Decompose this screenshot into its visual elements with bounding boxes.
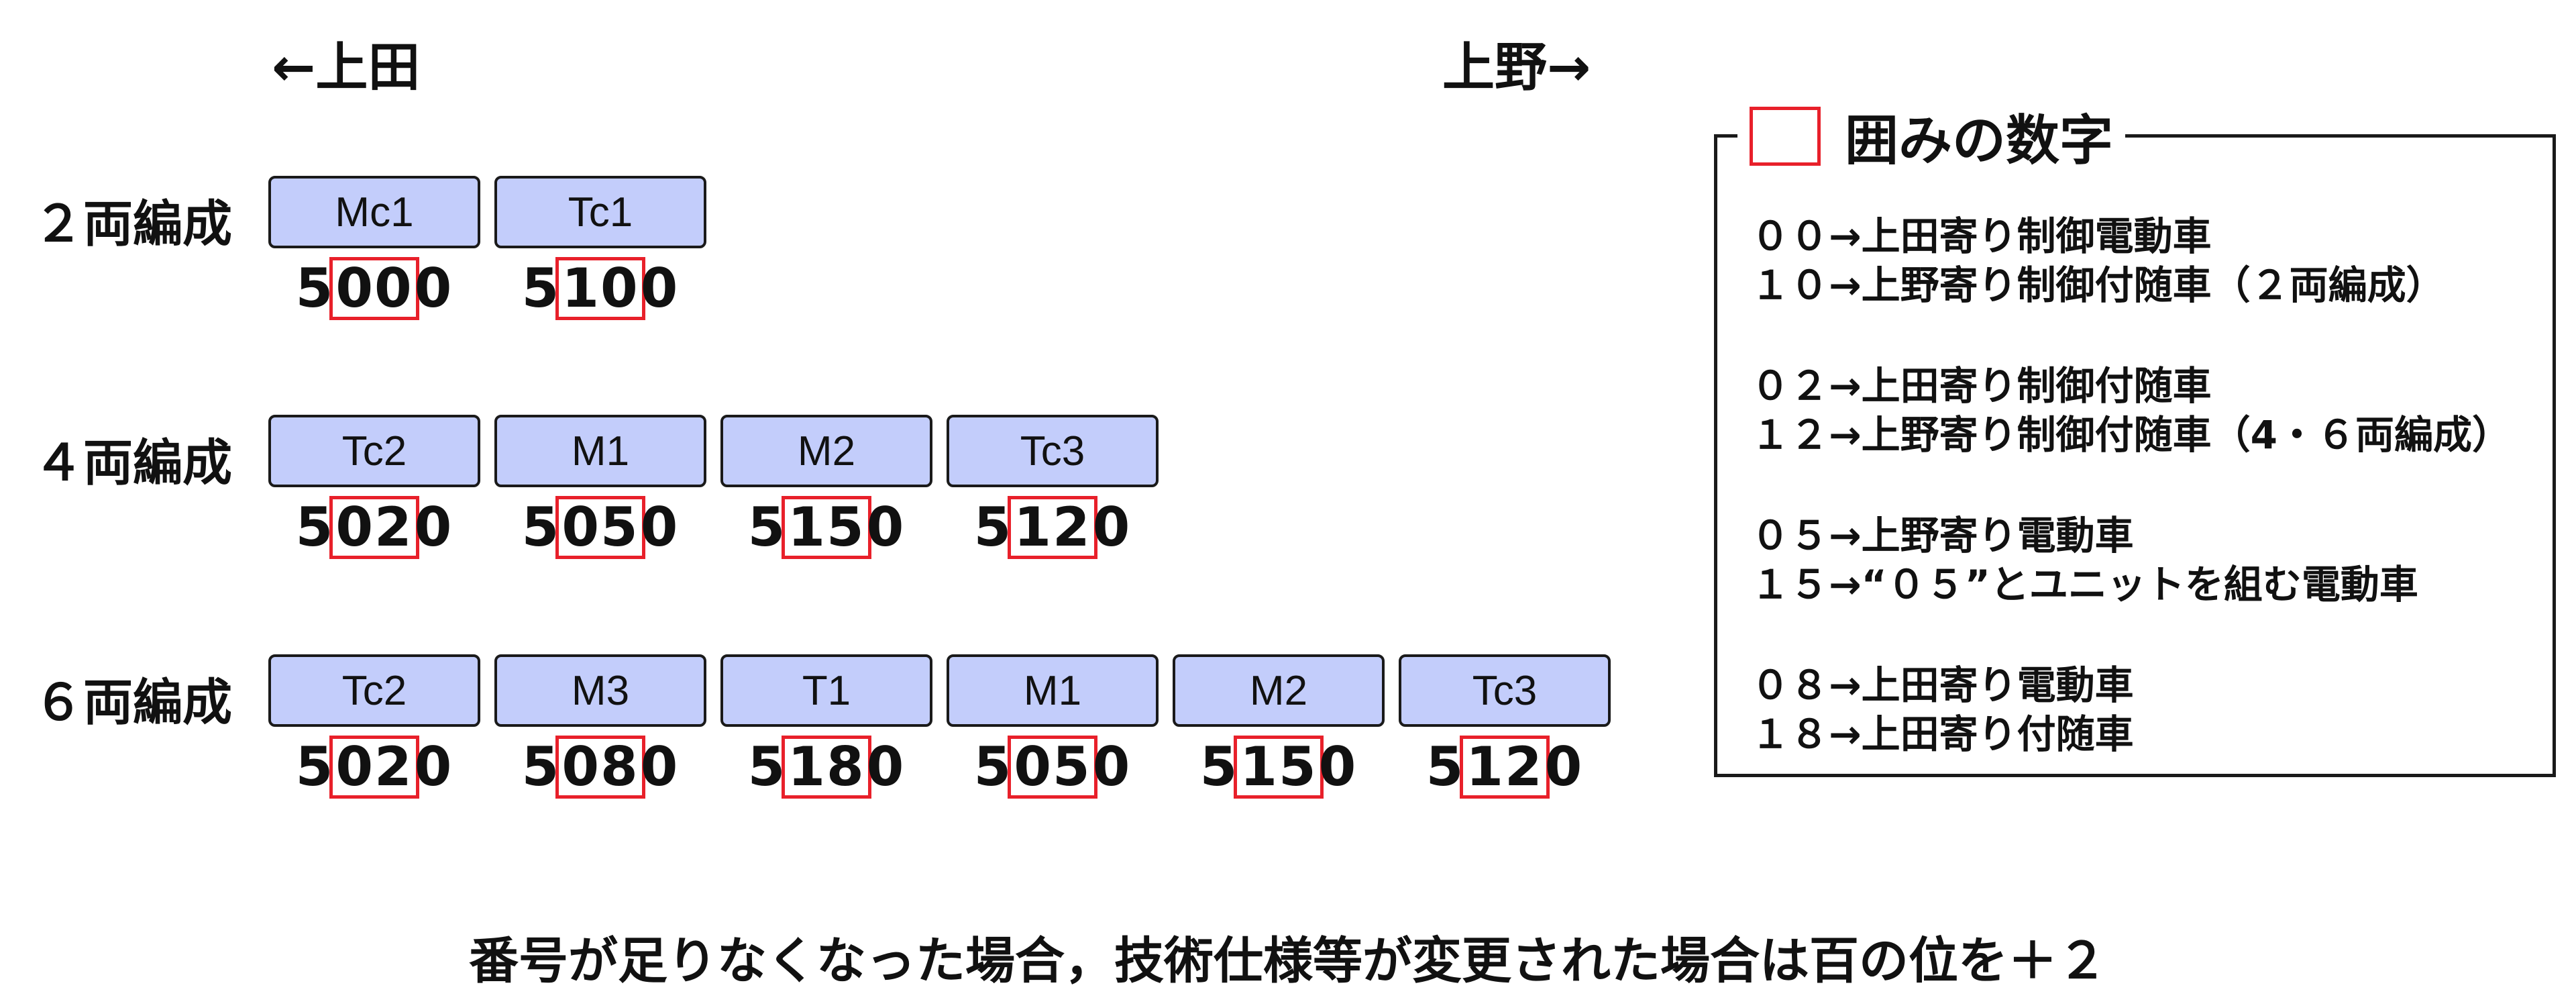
car-number-highlight: 12: [1008, 496, 1097, 559]
car-number-prefix: 5: [973, 496, 1013, 558]
car-number-highlight: 08: [555, 736, 645, 799]
car-number-suffix: 0: [866, 736, 906, 798]
car-number: 5080: [494, 736, 706, 799]
car-number-prefix: 5: [1426, 736, 1465, 798]
legend-item: １５→“０５”とユニットを組む電動車: [1751, 562, 2418, 607]
legend-item: ０５→上野寄り電動車: [1751, 513, 2134, 558]
car-number-suffix: 0: [414, 257, 453, 319]
legend-item: ０２→上田寄り制御付随車: [1751, 363, 2212, 409]
car-number-highlight: 05: [555, 496, 645, 559]
car-number-suffix: 0: [640, 496, 680, 558]
car-number-highlight: 15: [1234, 736, 1324, 799]
car-number-highlight: 02: [329, 496, 419, 559]
direction-right-label: 上野→: [1442, 38, 1591, 98]
car-number-prefix: 5: [295, 736, 335, 798]
car-number: 5020: [268, 496, 480, 559]
car-number-prefix: 5: [521, 496, 561, 558]
car-number-prefix: 5: [973, 736, 1013, 798]
car-number-highlight: 18: [782, 736, 871, 799]
car-number-highlight: 12: [1460, 736, 1550, 799]
legend-header: 囲みの数字: [1737, 99, 2125, 173]
car-m1: M1: [494, 415, 706, 487]
car-number: 5050: [494, 496, 706, 559]
legend-title: 囲みの数字: [1845, 109, 2113, 172]
legend-item: ０８→上田寄り電動車: [1751, 662, 2134, 708]
car-t1: T1: [720, 654, 932, 727]
legend-item: ００→上田寄り制御電動車: [1751, 213, 2212, 259]
legend-item: １８→上田寄り付随車: [1751, 711, 2134, 757]
car-number-prefix: 5: [295, 496, 335, 558]
car-number: 5150: [720, 496, 932, 559]
car-number: 5180: [720, 736, 932, 799]
car-number-prefix: 5: [1199, 736, 1239, 798]
car-number-suffix: 0: [640, 257, 680, 319]
car-number-prefix: 5: [521, 257, 561, 319]
car-number-prefix: 5: [295, 257, 335, 319]
car-mc1: Mc1: [268, 176, 480, 248]
formation-label: ２両編成: [34, 195, 232, 253]
legend-item: １０→上野寄り制御付随車（２両編成）: [1751, 262, 2445, 308]
car-number: 5020: [268, 736, 480, 799]
footer-note: 番号が足りなくなった場合，技術仕様等が変更された場合は百の位を＋２: [469, 932, 2107, 990]
car-number-suffix: 0: [1318, 736, 1358, 798]
car-number-suffix: 0: [414, 496, 453, 558]
car-number-prefix: 5: [521, 736, 561, 798]
car-number-suffix: 0: [1544, 736, 1584, 798]
car-number: 5120: [1399, 736, 1611, 799]
car-number-highlight: 00: [329, 257, 419, 320]
direction-left-label: ←上田: [272, 38, 421, 98]
legend-red-box-swatch: [1750, 107, 1821, 166]
car-m2: M2: [1173, 654, 1385, 727]
car-tc2: Tc2: [268, 415, 480, 487]
car-number-suffix: 0: [640, 736, 680, 798]
car-tc3: Tc3: [1399, 654, 1611, 727]
car-number-highlight: 02: [329, 736, 419, 799]
car-number-suffix: 0: [1092, 736, 1132, 798]
car-number: 5000: [268, 257, 480, 320]
car-number-suffix: 0: [1092, 496, 1132, 558]
legend-box: [1714, 134, 2556, 777]
formation-label: ６両編成: [34, 674, 232, 732]
car-number: 5050: [947, 736, 1159, 799]
car-number-highlight: 15: [782, 496, 871, 559]
car-m2: M2: [720, 415, 932, 487]
car-tc2: Tc2: [268, 654, 480, 727]
car-number-suffix: 0: [414, 736, 453, 798]
car-number-prefix: 5: [747, 496, 787, 558]
car-number: 5120: [947, 496, 1159, 559]
car-tc3: Tc3: [947, 415, 1159, 487]
car-number-prefix: 5: [747, 736, 787, 798]
car-m1: M1: [947, 654, 1159, 727]
car-tc1: Tc1: [494, 176, 706, 248]
car-number-highlight: 05: [1008, 736, 1097, 799]
formation-label: ４両編成: [34, 434, 232, 492]
car-number-suffix: 0: [866, 496, 906, 558]
car-number: 5100: [494, 257, 706, 320]
legend-item: １２→上野寄り制御付随車（4・６両編成）: [1751, 412, 2511, 458]
car-number: 5150: [1173, 736, 1385, 799]
car-number-highlight: 10: [555, 257, 645, 320]
car-m3: M3: [494, 654, 706, 727]
